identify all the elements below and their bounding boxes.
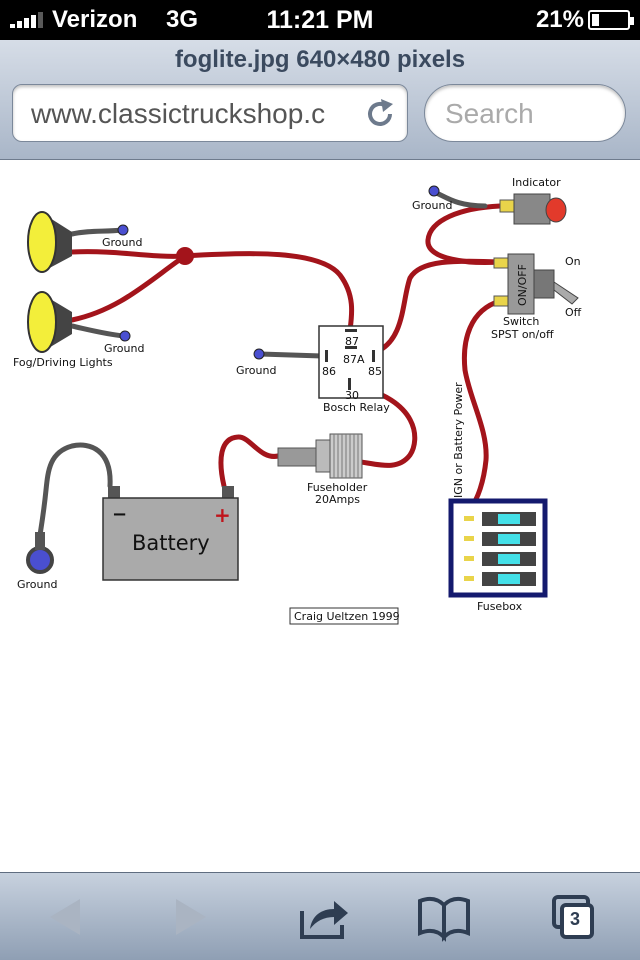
- switch-ground-label: Ground: [412, 199, 452, 212]
- battery-positive-label: +: [214, 503, 231, 527]
- wiring-diagram: ON/OFF: [13, 176, 582, 625]
- share-button[interactable]: [296, 891, 352, 943]
- fuse-terminal: [464, 556, 474, 561]
- tabs-count: 3: [569, 909, 580, 929]
- tabs-icon: [552, 895, 594, 939]
- url-field[interactable]: www.classictruckshop.c: [12, 84, 408, 142]
- indicator-light: [499, 193, 567, 225]
- battery-fill: [592, 14, 600, 26]
- back-button[interactable]: [36, 891, 92, 943]
- signal-strength-icon: [10, 12, 46, 28]
- search-placeholder: Search: [445, 98, 534, 129]
- browser-toolbar: 3: [0, 872, 640, 960]
- fuseholder-rating-label: 20Amps: [315, 493, 360, 506]
- indicator-label: Indicator: [512, 176, 561, 189]
- battery-ground-terminal: [26, 546, 54, 574]
- battery-ground-lug: [35, 532, 45, 550]
- fuse-terminal: [464, 516, 474, 521]
- reload-icon[interactable]: [363, 97, 397, 131]
- url-text: www.classictruckshop.c: [31, 98, 326, 129]
- share-icon: [300, 901, 348, 939]
- battery-ground-label: Ground: [17, 578, 57, 591]
- fuseholder-label: Fuseholder: [307, 481, 368, 494]
- relay-terminal-30: 30: [345, 389, 359, 402]
- relay-ground-label: Ground: [236, 364, 276, 377]
- light-ground-label-1: Ground: [102, 236, 142, 249]
- bookmarks-icon: [418, 896, 470, 942]
- browser-header: foglite.jpg 640×480 pixels www.classictr…: [0, 40, 640, 160]
- page-title: foglite.jpg 640×480 pixels: [174, 46, 466, 73]
- battery-percent: 21%: [535, 6, 584, 33]
- switch-on-label: On: [565, 255, 581, 268]
- back-icon: [50, 899, 80, 935]
- fusebox-label: Fusebox: [477, 600, 523, 613]
- toggle-switch: ON/OFF: [493, 253, 579, 315]
- fuse-rows: [464, 512, 536, 586]
- battery-icon: [588, 10, 634, 30]
- bosch-relay: [318, 325, 384, 399]
- network-type: 3G: [166, 6, 199, 33]
- forward-button[interactable]: [164, 891, 220, 943]
- fuse-terminal: [464, 536, 474, 541]
- fuse-terminal: [464, 576, 474, 581]
- fuseholder: [277, 433, 363, 479]
- switch-type-label: SPST on/off: [491, 328, 554, 341]
- status-bar: Verizon 3G 11:21 PM 21%: [0, 0, 640, 40]
- credit-label: Craig Ueltzen 1999: [294, 610, 400, 623]
- fog-lamp-lower: [27, 291, 72, 353]
- clock: 11:21 PM: [266, 6, 374, 34]
- fusebox: [448, 498, 548, 598]
- relay-terminal-86: 86: [322, 365, 336, 378]
- switch-off-label: Off: [565, 306, 582, 319]
- tabs-button[interactable]: [544, 891, 600, 943]
- ign-power-label: IGN or Battery Power: [452, 382, 465, 498]
- fuse: [498, 534, 520, 544]
- switch-state-label: ON/OFF: [516, 264, 529, 306]
- relay-terminal-87: 87: [345, 335, 359, 348]
- fuse: [498, 554, 520, 564]
- relay-name-label: Bosch Relay: [323, 401, 390, 414]
- fuse: [498, 514, 520, 524]
- battery-label: Battery: [132, 531, 210, 555]
- relay-terminal-85: 85: [368, 365, 382, 378]
- battery-negative-label: −: [112, 504, 127, 525]
- light-ground-label-2: Ground: [104, 342, 144, 355]
- ground-wires: [37, 189, 488, 538]
- fog-lamp-upper: [27, 211, 72, 273]
- battery: [102, 486, 239, 581]
- fuse: [498, 574, 520, 584]
- credit-box: [289, 607, 399, 625]
- bookmarks-button[interactable]: [416, 891, 472, 943]
- switch-name-label: Switch: [503, 315, 539, 328]
- splice-junction: [176, 247, 194, 265]
- forward-icon: [176, 899, 206, 935]
- relay-terminal-87a: 87A: [343, 353, 365, 366]
- page-content: ON/OFF: [0, 160, 640, 872]
- search-field[interactable]: Search: [424, 84, 626, 142]
- carrier-name: Verizon: [52, 6, 138, 33]
- ground-terminals: [117, 185, 440, 360]
- fog-lights-label: Fog/Driving Lights: [13, 356, 113, 369]
- power-wires: [69, 203, 503, 511]
